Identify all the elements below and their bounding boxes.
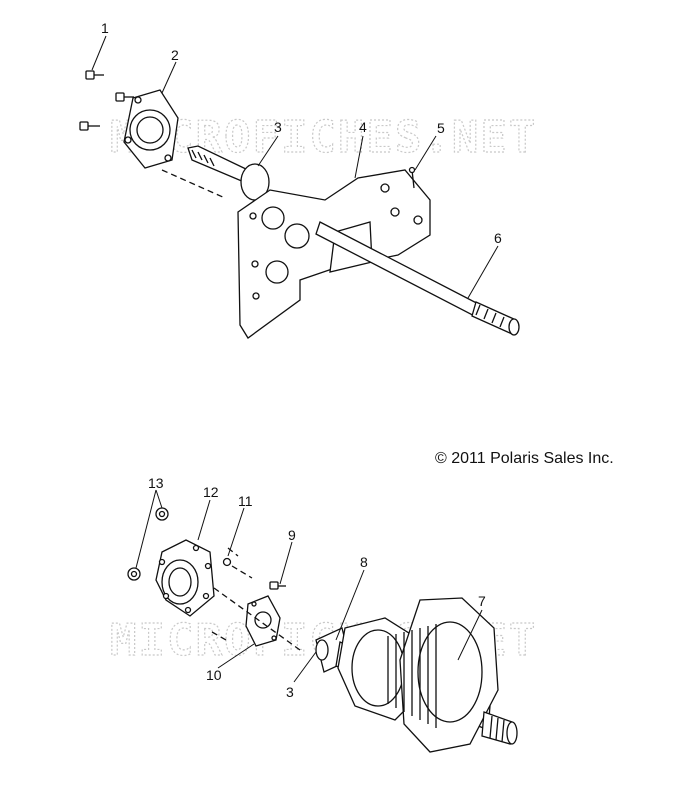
callout-5: 5	[437, 120, 445, 136]
mount-plate	[237, 169, 431, 339]
callout-8: 8	[360, 554, 368, 570]
callout-7: 7	[478, 593, 486, 609]
callout-13: 13	[148, 475, 164, 491]
copyright-notice: © 2011 Polaris Sales Inc.	[435, 450, 614, 467]
bolt-1a	[85, 70, 104, 80]
nut-13a	[155, 507, 169, 521]
callout-9: 9	[288, 527, 296, 543]
callout-11: 11	[238, 493, 253, 509]
callout-10: 10	[206, 667, 222, 683]
pin-5	[408, 166, 416, 189]
flange-plate-2	[123, 89, 179, 169]
nut-13b	[127, 567, 141, 581]
gasket-plate-10	[245, 595, 281, 647]
callout-1: 1	[101, 20, 109, 36]
drive-shaft-assembly-7	[315, 597, 518, 753]
bottom-assembly	[127, 507, 518, 753]
top-assembly	[79, 70, 520, 339]
leader-dash-2	[161, 169, 226, 199]
callout-2: 2	[171, 47, 179, 63]
nut-11	[222, 557, 232, 567]
callout-6: 6	[494, 230, 502, 246]
bolt-1c	[79, 121, 100, 131]
driveshaft-6	[315, 221, 520, 336]
callout-3-top: 3	[274, 119, 282, 135]
bolt-1b	[115, 92, 134, 102]
callout-12: 12	[203, 484, 219, 500]
callout-4: 4	[359, 119, 367, 135]
bolt-9	[269, 581, 286, 590]
bearing-flange-12	[155, 539, 215, 617]
bottom-leaders	[135, 489, 483, 683]
callout-3-bottom: 3	[286, 684, 294, 700]
shaft-3	[187, 145, 270, 201]
top-leaders	[91, 35, 499, 299]
watermark-top: MICROFICHES.NET	[110, 112, 537, 163]
